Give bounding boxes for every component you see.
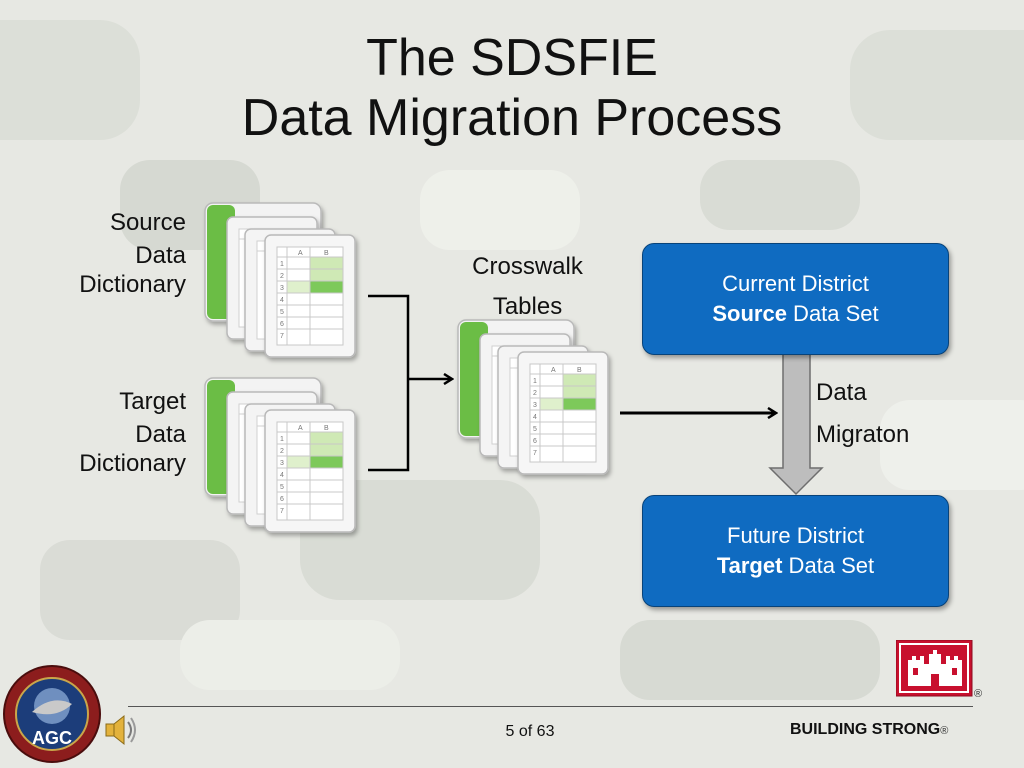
current-district-line-1: Current District — [722, 271, 869, 296]
current-district-rest: Data Set — [786, 301, 879, 326]
target-dictionary-line-1: Target — [119, 388, 186, 415]
sheet-row-number: 1 — [533, 378, 537, 385]
sheet-row-number: 3 — [280, 285, 284, 292]
source-dictionary-line-3: Dictionary — [79, 271, 186, 298]
future-district-box: Future District Target Data Set — [642, 495, 949, 607]
crosswalk-label: Crosswalk Tables — [440, 247, 615, 327]
sheet-row-number: 6 — [280, 321, 284, 328]
title-line-1: The SDSFIE — [366, 29, 658, 87]
sheet-row-number: 5 — [280, 309, 284, 316]
castle-logo-reg-mark: ® — [974, 688, 983, 700]
sheet-row-number: 4 — [280, 472, 284, 479]
source-dictionary-label: Source Data Dictionary — [40, 206, 186, 301]
sheet-row-number: 2 — [533, 390, 537, 397]
merge-bracket-connector — [368, 294, 410, 472]
castle-logo — [896, 640, 973, 697]
building-strong-text: BUILDING STRONG — [790, 721, 941, 738]
source-dictionary-line-1: Source — [109, 209, 186, 236]
sheet-row-number: 5 — [533, 426, 537, 433]
sheet-column-b-label: B — [324, 425, 329, 432]
sheet-column-b-label: B — [324, 250, 329, 257]
sheet-column-b-label: B — [577, 367, 582, 374]
source-dictionary-line-2: Data — [135, 242, 186, 269]
future-district-rest: Data Set — [782, 553, 875, 578]
sheet-row-number: 1 — [280, 436, 284, 443]
crosswalk-line-1: Crosswalk — [472, 253, 583, 280]
current-district-bold: Source — [712, 301, 787, 326]
sheet-row-number: 4 — [280, 297, 284, 304]
sheet-row-number: 2 — [280, 448, 284, 455]
target-dictionary-label: Target Data Dictionary — [40, 385, 186, 480]
sheet-row-number: 1 — [280, 261, 284, 268]
sheet-column-a-label: A — [551, 367, 556, 374]
current-district-line-2: Source Data Set — [643, 299, 948, 329]
data-migration-line-2: Migraton — [816, 421, 910, 448]
sheet-column-a-label: A — [298, 250, 303, 257]
data-migration-line-1: Data — [816, 379, 867, 406]
building-strong-reg-mark: ® — [940, 725, 949, 737]
data-migration-down-arrow — [768, 351, 824, 496]
target-dictionary-line-2: Data — [135, 421, 186, 448]
page-number: 5 of 63 — [505, 723, 555, 740]
agc-text: AGC — [32, 728, 72, 748]
sheet-row-number: 3 — [280, 460, 284, 467]
title-line-2: Data Migration Process — [241, 89, 783, 147]
sheet-header-a: A — [0, 0, 1, 1]
future-district-bold: Target — [716, 553, 783, 578]
sheet-row-number: 5 — [280, 484, 284, 491]
speaker-icon[interactable] — [104, 712, 138, 748]
footer-divider — [128, 706, 973, 707]
sheet-row-number: 3 — [533, 402, 537, 409]
slide-title: The SDSFIE Data Migration Process — [0, 28, 1024, 148]
future-district-line-1: Future District — [727, 523, 864, 548]
sheet-row-number: 6 — [533, 438, 537, 445]
sheet-row-number: 6 — [280, 496, 284, 503]
target-dictionary-line-3: Dictionary — [79, 450, 186, 477]
building-strong-brand: BUILDING STRONG® — [790, 721, 1010, 739]
agc-seal-logo: AGC — [3, 665, 101, 763]
data-migration-label: Data Migraton — [816, 372, 956, 456]
future-district-line-2: Target Data Set — [643, 551, 948, 581]
sheet-row-number: 7 — [533, 450, 537, 457]
sheet-row-number: 7 — [280, 508, 284, 515]
sheet-column-a-label: A — [298, 425, 303, 432]
sheet-row-number: 7 — [280, 333, 284, 340]
sheet-row-number: 2 — [280, 273, 284, 280]
sheet-row-number: 4 — [533, 414, 537, 421]
crosswalk-line-2: Tables — [492, 293, 563, 320]
current-district-box: Current District Source Data Set — [642, 243, 949, 355]
